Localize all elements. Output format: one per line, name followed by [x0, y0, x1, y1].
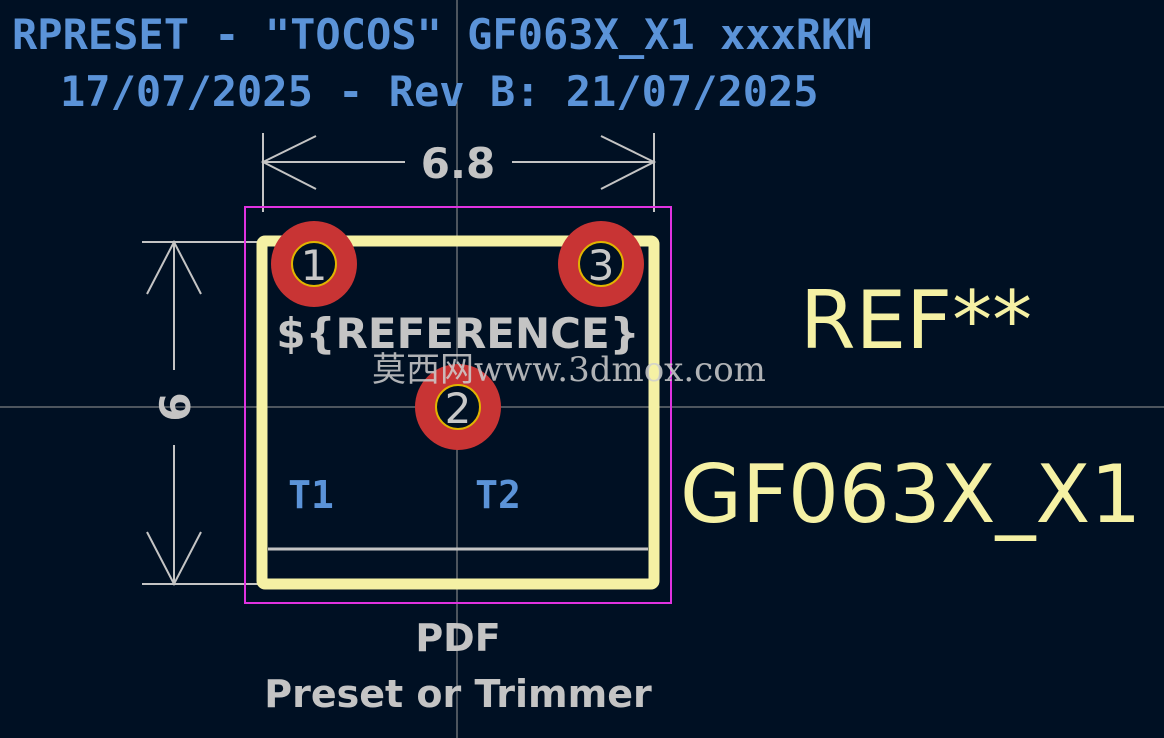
height-dimension [142, 239, 262, 587]
pad-1-number: 1 [301, 241, 328, 290]
width-dimension [260, 133, 657, 212]
fab-label: PDF [415, 616, 500, 660]
watermark-text: 莫西网www.3dmox.com [372, 350, 766, 390]
pad-3[interactable]: 3 [558, 221, 644, 307]
reference-placeholder: ${REFERENCE} [276, 309, 639, 358]
title-line-2: 17/07/2025 - Rev B: 21/07/2025 [60, 67, 819, 116]
reference-designator: REF** [800, 274, 1032, 367]
terminal-label-t1: T1 [288, 473, 334, 517]
pad-2[interactable]: 2 [415, 364, 501, 450]
width-dimension-label: 6.8 [421, 139, 495, 188]
description-label: Preset or Trimmer [264, 672, 652, 716]
pad-1[interactable]: 1 [271, 221, 357, 307]
title-line-1: RPRESET - "TOCOS" GF063X_X1 xxxRKM [12, 10, 872, 59]
terminal-label-t2: T2 [475, 473, 521, 517]
pad-3-number: 3 [588, 241, 615, 290]
pad-2-number: 2 [445, 384, 472, 433]
footprint-value: GF063X_X1 [680, 448, 1141, 541]
silkscreen-outline [256, 235, 660, 590]
height-dimension-label: 6 [151, 392, 200, 421]
courtyard-outline [244, 206, 672, 604]
